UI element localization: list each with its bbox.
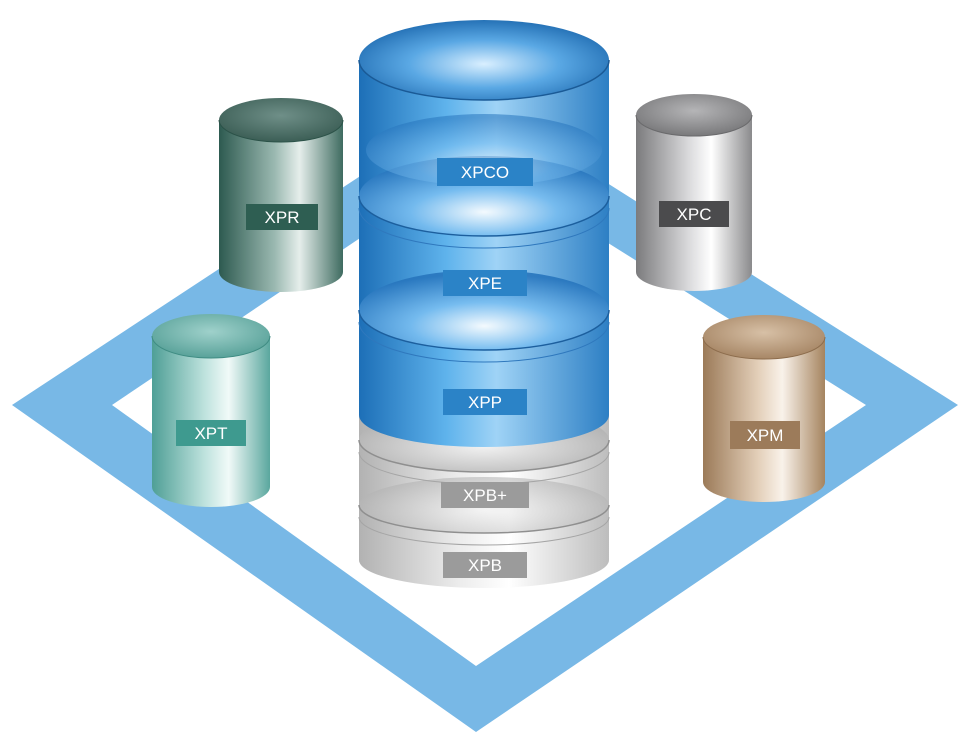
label-xpco bbox=[437, 158, 533, 186]
label-xpp-text: XPP bbox=[468, 393, 502, 412]
label-xpe-text: XPE bbox=[468, 274, 502, 293]
cylinder-xpr: XPR bbox=[218, 98, 344, 292]
label-xpr-text: XPR bbox=[265, 208, 300, 227]
label-xpb bbox=[443, 552, 527, 578]
label-xpm bbox=[730, 421, 800, 449]
label-xpe bbox=[443, 270, 527, 296]
label-xpt-text: XPT bbox=[194, 424, 227, 443]
label-xpc-side-text: XPC bbox=[677, 205, 712, 224]
cylinder-xpt: XPT bbox=[151, 314, 271, 507]
label-xpc-side bbox=[659, 201, 729, 227]
label-xpco-text: XPCO bbox=[461, 163, 509, 182]
label-xpp bbox=[443, 389, 527, 415]
cylinder-xpm: XPM bbox=[702, 315, 826, 502]
label-xpbplus bbox=[441, 482, 529, 508]
label-xpt bbox=[176, 420, 246, 446]
label-xpr bbox=[246, 204, 318, 230]
label-xpbplus-text: XPB+ bbox=[463, 486, 507, 505]
label-xpm-text: XPM bbox=[747, 426, 784, 445]
cylinder-xpc: XPC bbox=[635, 94, 753, 291]
label-xpb-text: XPB bbox=[468, 556, 502, 575]
central-stack: XPCO XPE XPP XPB+ XPB bbox=[358, 20, 610, 588]
